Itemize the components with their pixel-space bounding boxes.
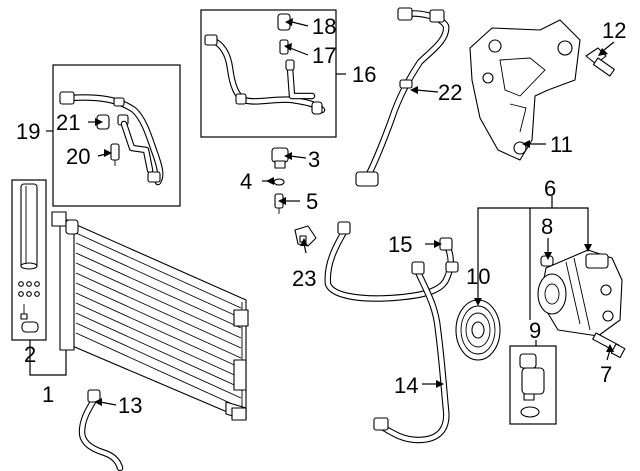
o-ring-icon <box>273 178 285 186</box>
pressure-switch-icon <box>271 147 289 169</box>
drier-kit-box <box>11 179 47 341</box>
valve-core-icon <box>110 143 120 166</box>
callout-11: 11 <box>550 132 573 157</box>
hose-assembly-icon <box>59 91 164 186</box>
control-valve-icon <box>519 353 545 418</box>
control-valve-box <box>509 345 557 425</box>
callout-6: 6 <box>544 176 556 201</box>
callout-9: 9 <box>529 318 541 343</box>
hose-kit-19-box <box>52 64 181 207</box>
arrowheads <box>94 18 614 406</box>
bolt-icon <box>592 332 626 359</box>
callout-8: 8 <box>541 214 553 239</box>
valve-core-icon <box>274 193 284 214</box>
bracket-icon <box>469 19 581 161</box>
callout-2: 2 <box>24 342 36 367</box>
hose-icon <box>355 7 450 187</box>
callout-19: 19 <box>16 119 40 144</box>
callout-labels: 1 2 3 4 5 6 7 8 9 10 11 12 13 14 15 16 1… <box>16 14 626 418</box>
callout-5: 5 <box>306 189 318 214</box>
receiver-drier-icon <box>11 179 47 341</box>
callout-22: 22 <box>438 80 462 105</box>
ac-compressor-icon <box>537 249 623 337</box>
hose-assembly-icon <box>204 34 326 115</box>
clutch-pulley-icon <box>455 299 501 361</box>
pressure-sensor-icon <box>294 225 317 247</box>
callout-16: 16 <box>352 62 376 87</box>
callout-17: 17 <box>312 43 336 68</box>
hose-icon <box>324 221 459 302</box>
hose-icon <box>78 389 124 471</box>
callout-20: 20 <box>66 144 90 169</box>
callout-18: 18 <box>312 14 336 39</box>
callout-10: 10 <box>466 264 490 289</box>
callout-4: 4 <box>240 169 252 194</box>
callout-12: 12 <box>602 18 626 43</box>
callout-23: 23 <box>292 266 316 291</box>
condenser-icon <box>51 211 249 421</box>
callout-7: 7 <box>600 362 612 387</box>
hose-icon <box>373 261 450 444</box>
callout-15: 15 <box>388 232 412 257</box>
callout-14: 14 <box>394 373 418 398</box>
callout-13: 13 <box>118 393 142 418</box>
callout-1: 1 <box>42 382 54 407</box>
callout-3: 3 <box>308 147 320 172</box>
callout-21: 21 <box>56 110 80 135</box>
